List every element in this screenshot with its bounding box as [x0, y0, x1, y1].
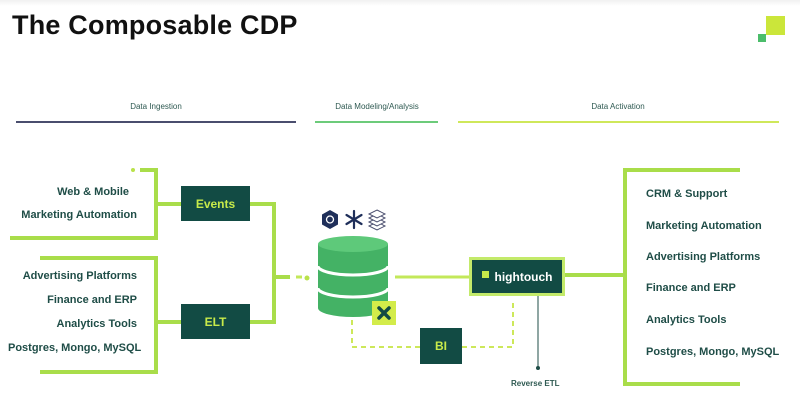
dest-databases: Postgres, Mongo, MySQL	[646, 346, 780, 358]
source-web-mobile: Web & Mobile	[57, 186, 129, 198]
source-finance-erp: Finance and ERP	[47, 294, 137, 306]
source-analytics-tools: Analytics Tools	[56, 318, 137, 330]
elt-box: ELT	[181, 304, 250, 339]
events-box: Events	[181, 186, 250, 221]
dest-advertising-platforms: Advertising Platforms	[646, 251, 761, 263]
logo-square-small	[758, 34, 766, 42]
source-advertising-platforms: Advertising Platforms	[22, 270, 137, 282]
hightouch-box: hightouch	[472, 260, 562, 293]
bi-box: BI	[420, 328, 462, 364]
source-databases: Postgres, Mongo, MySQL	[8, 342, 142, 354]
phase-label-activation: Data Activation	[591, 102, 645, 111]
phase-line-activation	[458, 121, 779, 123]
dest-finance-erp: Finance and ERP	[646, 282, 736, 294]
phase-line-ingestion	[16, 121, 296, 123]
hightouch-logo-icon	[481, 271, 489, 278]
snowflake-icon	[345, 209, 363, 230]
warehouse-icons	[322, 209, 387, 231]
dbt-icon	[372, 301, 396, 325]
logo-square-large	[766, 16, 785, 35]
reverse-etl-label: Reverse ETL	[511, 379, 560, 388]
data-warehouse-icon	[316, 236, 390, 317]
hightouch-label: hightouch	[494, 269, 553, 284]
dest-analytics-tools: Analytics Tools	[646, 314, 727, 326]
dest-marketing-automation: Marketing Automation	[646, 220, 762, 232]
databricks-icon	[367, 209, 387, 231]
phase-label-ingestion: Data Ingestion	[130, 102, 182, 111]
bigquery-icon	[322, 210, 338, 229]
phase-line-modeling	[315, 121, 438, 123]
phase-label-modeling: Data Modeling/Analysis	[335, 102, 419, 111]
source-marketing-automation: Marketing Automation	[21, 209, 137, 221]
dest-crm-support: CRM & Support	[646, 188, 728, 200]
page-title: The Composable CDP	[12, 10, 298, 40]
top-edge	[0, 0, 800, 6]
